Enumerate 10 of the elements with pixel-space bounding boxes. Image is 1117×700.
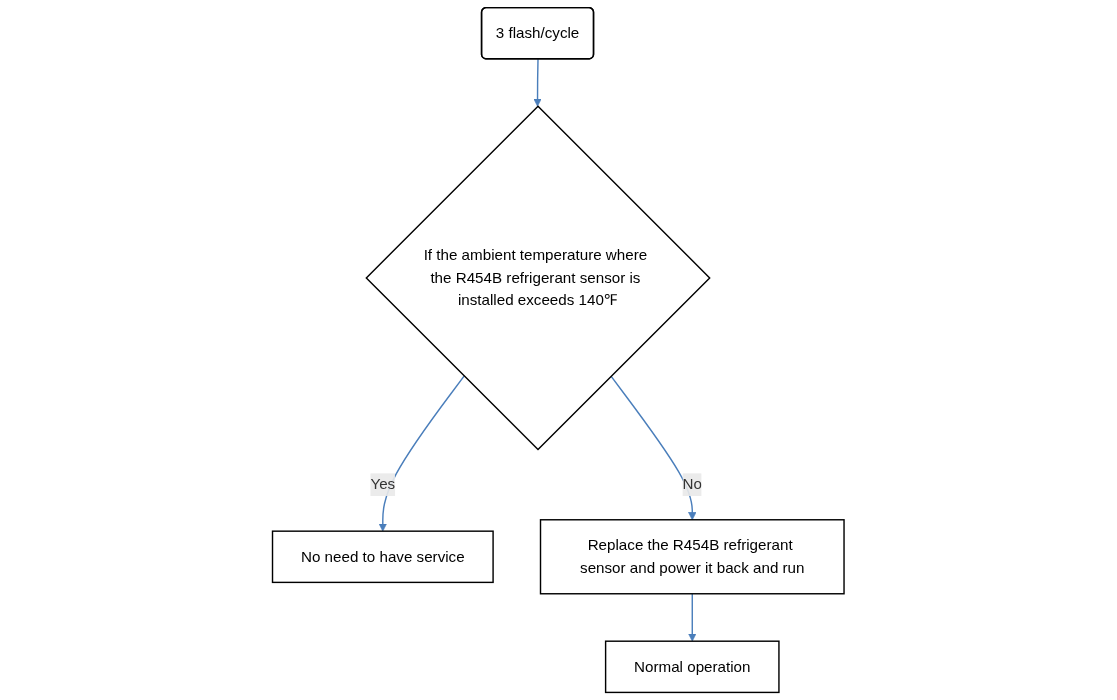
edge-label: Yes <box>370 476 396 493</box>
node-diamond: If the ambient temperature where the R454B refrigerant sensor is installed exceeds 140℉ <box>365 105 711 451</box>
arrow <box>378 375 465 532</box>
node-box: Normal operation <box>605 640 780 694</box>
edge-label: No <box>682 476 703 493</box>
node-box: No need to have service <box>272 530 494 584</box>
node-box: Replace the R454B refrigerant sensor and power it back and run <box>540 519 845 595</box>
arrow <box>688 593 697 642</box>
arrow <box>610 375 697 521</box>
arrow <box>533 58 542 107</box>
